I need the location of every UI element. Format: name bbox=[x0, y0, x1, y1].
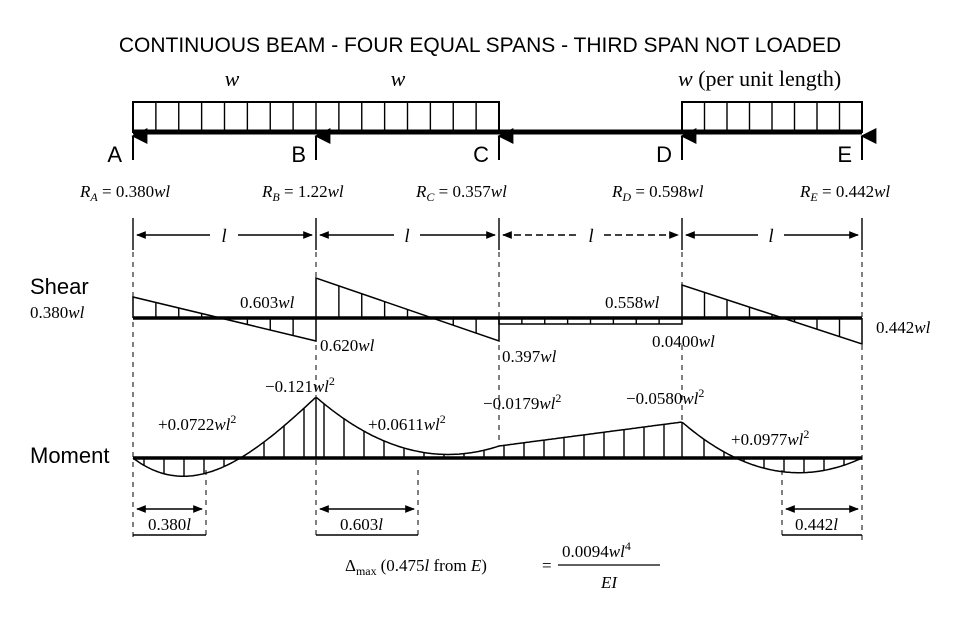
span-length-3: l bbox=[588, 226, 593, 247]
shear-value-a: 0.380wl bbox=[30, 303, 85, 322]
shear-value-d-left: 0.558wl bbox=[605, 293, 660, 312]
support-label-a: A bbox=[107, 142, 122, 167]
deflection-formula: Δmax(0.475l from E) = 0.0094wl4 EI bbox=[345, 539, 660, 592]
support-label-d: D bbox=[656, 142, 672, 167]
distributed-load-ab-c bbox=[132, 101, 500, 133]
moment-label: Moment bbox=[30, 443, 109, 468]
shear-value-b-left: 0.603wl bbox=[240, 293, 295, 312]
dimension-0442l: 0.442l bbox=[795, 515, 838, 534]
shear-hatch bbox=[155, 285, 841, 337]
moment-value-span4: +0.0977wl2 bbox=[731, 427, 809, 449]
span-length-1: l bbox=[221, 226, 226, 247]
shear-value-c: 0.397wl bbox=[502, 347, 557, 366]
load-label-span1: w bbox=[225, 66, 240, 91]
dimension-0380l: 0.380l bbox=[148, 515, 191, 534]
distributed-load-de bbox=[681, 101, 863, 133]
reaction-a: RA = 0.380wl bbox=[79, 182, 170, 204]
deflection-denominator: EI bbox=[600, 573, 618, 592]
support-arrows bbox=[131, 128, 877, 160]
reaction-b: RB = 1.22wl bbox=[261, 182, 344, 204]
shear-value-b-right: 0.620wl bbox=[320, 336, 375, 355]
span-length-2: l bbox=[404, 226, 409, 247]
moment-value-b: −0.121wl2 bbox=[265, 374, 335, 396]
shear-outline bbox=[132, 276, 863, 346]
dimension-boxes bbox=[133, 505, 862, 536]
support-label-b: B bbox=[291, 142, 306, 167]
load-label-span2: w bbox=[391, 66, 406, 91]
moment-value-d: −0.0580wl2 bbox=[626, 386, 704, 408]
deflection-equals: = bbox=[542, 556, 552, 575]
dimension-0603l: 0.603l bbox=[340, 515, 383, 534]
reaction-e: RE = 0.442wl bbox=[799, 182, 890, 204]
deflection-lhs: Δmax(0.475l from E) bbox=[345, 556, 487, 578]
shear-value-d-right: 0.0400wl bbox=[652, 332, 715, 351]
support-label-c: C bbox=[473, 142, 489, 167]
deflection-numerator: 0.0094wl4 bbox=[562, 539, 631, 561]
moment-value-span2: +0.0611wl2 bbox=[368, 412, 446, 434]
support-label-e: E bbox=[837, 142, 852, 167]
span-dimension-row bbox=[132, 218, 863, 250]
moment-value-c: −0.0179wl2 bbox=[483, 391, 561, 413]
reaction-c: RC = 0.357wl bbox=[415, 182, 507, 204]
moment-value-span1: +0.0722wl2 bbox=[158, 412, 236, 434]
diagram-title: CONTINUOUS BEAM - FOUR EQUAL SPANS - THI… bbox=[119, 34, 841, 57]
load-label-span4: w (per unit length) bbox=[678, 66, 841, 91]
span-length-4: l bbox=[768, 226, 773, 247]
reaction-d: RD = 0.598wl bbox=[611, 182, 704, 204]
shear-label: Shear bbox=[30, 274, 89, 299]
shear-value-e: 0.442wl bbox=[876, 318, 931, 337]
guide-lines bbox=[132, 252, 863, 540]
